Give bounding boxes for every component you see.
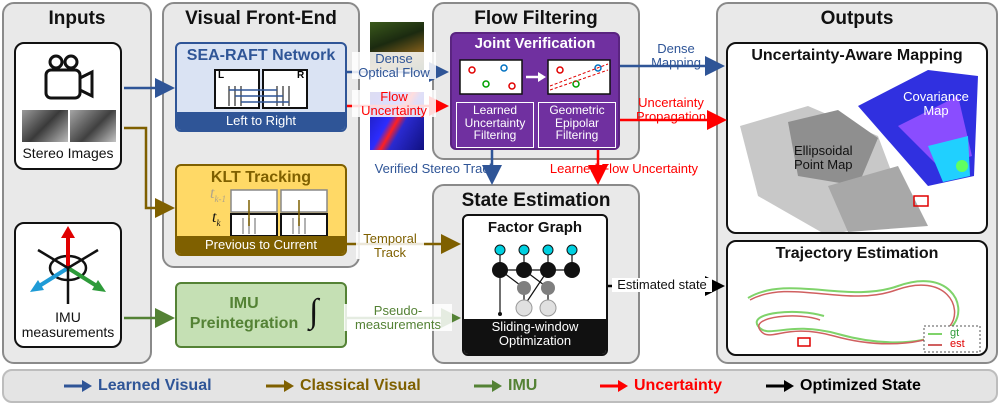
factor-graph-icon	[492, 244, 580, 317]
klt-subtitle: Previous to Current	[177, 236, 345, 254]
klt-tk1-sub: k-1	[214, 194, 226, 205]
sea-raft-subtitle: Left to Right	[177, 112, 345, 130]
stereo-image-right	[70, 110, 116, 142]
geometric-epipolar-label: Geometric Epipolar Filtering	[549, 103, 605, 143]
raft-left-label: L	[218, 70, 225, 81]
imu-axes-icon	[30, 226, 106, 304]
trajectory-title: Trajectory Estimation	[775, 245, 939, 262]
verification-frames-icon	[459, 59, 611, 95]
legend-imu: IMU	[474, 377, 537, 395]
edge-flow-uncertainty: Flow Uncertainty	[352, 90, 436, 118]
outputs-panel-title: Outputs	[820, 8, 894, 29]
edge-uncertainty-propagation: Uncertainty Propagation	[635, 95, 707, 124]
imu-measurements-label: IMU measurements	[21, 309, 115, 340]
factor-graph-title: Factor Graph	[487, 219, 583, 236]
stereo-images-box: Stereo Images	[14, 42, 122, 170]
joint-verification-title: Joint Verification	[474, 35, 596, 52]
trajectory-plot	[747, 280, 981, 353]
ellipsoidal-label: Ellipsoidal Point Map	[794, 143, 853, 172]
sea-raft-title: SEA-RAFT Network	[186, 47, 336, 64]
mapping-title: Uncertainty-Aware Mapping	[751, 47, 963, 64]
legend-arrow-brown-icon	[266, 380, 294, 392]
edge-temporal-track: Temporal Track	[356, 232, 424, 260]
klt-tk1-label: tk-1	[210, 185, 226, 205]
edge-estimated-state: Estimated state	[612, 278, 712, 292]
legend-est: est	[950, 338, 965, 350]
klt-tk1-t: t	[210, 185, 215, 202]
legend-label: Uncertainty	[634, 377, 723, 394]
edge-verified-stereo-track: Verified Stereo Track	[374, 161, 496, 176]
geometric-epipolar-filter: Geometric Epipolar Filtering	[538, 102, 616, 148]
legend-learned-visual: Learned Visual	[64, 377, 212, 395]
covariance-label: Covariance Map	[903, 89, 969, 118]
filtering-panel-title: Flow Filtering	[474, 8, 598, 29]
mapping-box: Uncertainty-Aware Mapping Ellipsoidal Po…	[726, 42, 988, 234]
klt-tk-sub: k	[216, 218, 221, 229]
imu-box: IMU measurements	[14, 222, 122, 348]
stereo-images-label: Stereo Images	[22, 145, 114, 161]
legend-classical-visual: Classical Visual	[266, 377, 421, 395]
legend-uncertainty: Uncertainty	[600, 377, 722, 395]
klt-box: KLT Tracking tk-1 tk Previous to Current	[175, 164, 347, 256]
stereo-image-left	[22, 110, 68, 142]
legend-arrow-red-icon	[600, 380, 628, 392]
legend-label: Classical Visual	[300, 377, 421, 394]
integral-icon: ∫	[309, 293, 319, 330]
joint-verification-box: Joint Verification Learned Uncertainty F…	[450, 32, 620, 150]
stereo-camera-icon	[44, 54, 94, 100]
imu-preintegration-box: IMU Preintegration ∫	[175, 282, 347, 348]
legend-arrow-black-icon	[766, 380, 794, 392]
edge-pseudo-measurements: Pseudo- measurements	[344, 304, 452, 332]
edge-dense-mapping: Dense Mapping	[651, 41, 701, 70]
legend-arrow-blue-icon	[64, 380, 92, 392]
legend-gt: gt	[950, 327, 960, 339]
learned-uncertainty-filter: Learned Uncertainty Filtering	[456, 102, 534, 148]
stereo-pair-icon	[214, 69, 308, 109]
inputs-panel-title: Inputs	[48, 8, 106, 29]
legend-label: IMU	[508, 377, 538, 394]
sliding-window-label: Sliding-window Optimization	[464, 319, 606, 354]
legend-bar: Learned Visual Classical Visual IMU Unce…	[2, 369, 998, 403]
learned-uncertainty-label: Learned Uncertainty Filtering	[464, 103, 526, 143]
raft-right-label: R	[297, 70, 305, 81]
state-panel-title: State Estimation	[461, 190, 611, 211]
edge-learned-flow-uncertainty: Learned Flow Uncertainty	[549, 161, 699, 176]
frontend-panel-title: Visual Front-End	[185, 8, 337, 29]
point-map-image	[740, 70, 978, 232]
klt-tk-label: tk	[212, 209, 221, 229]
legend-optimized-state: Optimized State	[766, 377, 921, 395]
klt-title: KLT Tracking	[210, 169, 312, 186]
imu-preintegration-title: IMU Preintegration	[189, 295, 299, 332]
klt-frames-icon	[230, 189, 328, 237]
sea-raft-box: SEA-RAFT Network L R Left to Right	[175, 42, 347, 132]
legend-label: Learned Visual	[98, 377, 212, 394]
legend-arrow-green-icon	[474, 380, 502, 392]
legend-label: Optimized State	[800, 377, 921, 394]
trajectory-box: Trajectory Estimation gt est	[726, 240, 988, 356]
edge-dense-flow: Dense Optical Flow	[352, 52, 436, 80]
factor-graph-box: Factor Graph Sliding-window Optimization	[462, 214, 608, 356]
klt-tk-t: t	[212, 209, 217, 226]
